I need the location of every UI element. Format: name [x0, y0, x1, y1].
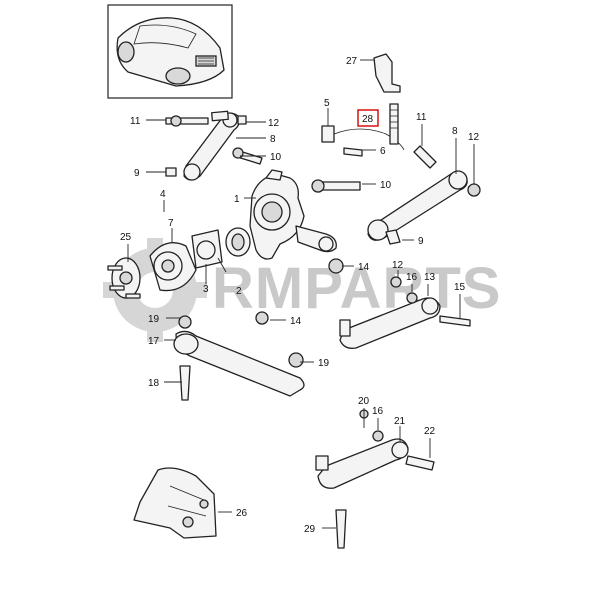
bracket-26: [133, 467, 217, 539]
callout-5: 5: [324, 98, 330, 109]
car-inset: [107, 4, 233, 99]
callout-28: 28: [362, 114, 374, 125]
speed-sensor: [321, 125, 405, 157]
bracket-27: [373, 53, 401, 93]
callout-25: 25: [120, 232, 132, 243]
callout-18: 18: [148, 378, 160, 389]
watermark-text: RMPARTS: [212, 256, 501, 321]
hub-flange: [107, 257, 141, 299]
callout-4: 4: [160, 189, 166, 200]
callout-1: 1: [234, 194, 240, 205]
callout-16a: 16: [406, 272, 418, 283]
callout-8a: 8: [270, 134, 276, 145]
callout-29: 29: [304, 524, 316, 535]
callout-12c: 12: [392, 260, 404, 271]
upper-link-arm-right: [367, 145, 481, 245]
stud-28: [389, 103, 399, 145]
callout-21: 21: [394, 416, 406, 427]
callout-9b: 9: [418, 236, 424, 247]
callout-10b: 10: [380, 180, 392, 191]
callout-13: 13: [424, 272, 436, 283]
callout-11a: 11: [130, 116, 141, 127]
callout-15: 15: [454, 282, 466, 293]
highlight-box: [357, 109, 379, 127]
callout-11b: 11: [416, 112, 427, 123]
callout-2: 2: [236, 286, 242, 297]
callout-19b: 19: [318, 358, 330, 369]
callout-17: 17: [148, 336, 160, 347]
wheel-carrier: [249, 169, 361, 260]
lower-control-arm: [339, 276, 471, 349]
wheel-hub: [149, 242, 197, 292]
callout-16b: 16: [372, 406, 384, 417]
callout-26: 26: [236, 508, 248, 519]
wheel-bearing: [191, 227, 251, 269]
callout-10a: 10: [270, 152, 282, 163]
leader-lines: [127, 59, 475, 529]
toe-link: [315, 409, 435, 549]
car-rear-view-icon: [116, 17, 225, 87]
callout-27: 27: [346, 56, 358, 67]
upper-link-arm-left: [165, 110, 263, 181]
callout-12b: 12: [468, 132, 480, 143]
callout-22: 22: [424, 426, 436, 437]
callout-8b: 8: [452, 126, 458, 137]
callout-20: 20: [358, 396, 370, 407]
callout-14a: 14: [358, 262, 370, 273]
callout-14b: 14: [290, 316, 302, 327]
lower-trailing-arm: [173, 258, 344, 401]
callout-6: 6: [380, 146, 386, 157]
watermark: RMPARTS: [103, 238, 501, 342]
callout-19a: 19: [148, 314, 160, 325]
callouts: 1 2 3 4 5 6 7 8 8 9 9 10 10 11 11 12 12 …: [120, 56, 480, 535]
callout-12a: 12: [268, 118, 280, 129]
callout-9a: 9: [134, 168, 140, 179]
callout-3: 3: [203, 284, 209, 295]
callout-7: 7: [168, 218, 174, 229]
